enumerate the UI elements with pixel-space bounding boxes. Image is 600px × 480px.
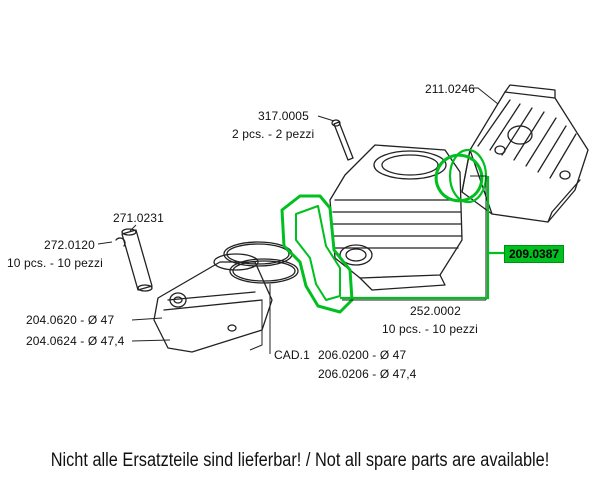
label-clip-part: 272.0120	[44, 238, 95, 252]
head-gasket-drawing	[434, 153, 484, 203]
cylinder-head-drawing	[461, 84, 589, 223]
piston-drawing	[153, 253, 273, 353]
label-bolt-part: 317.0005	[258, 109, 309, 123]
label-piston-b: 204.0624 - Ø 47,4	[26, 334, 125, 348]
cylinder-drawing	[329, 144, 463, 291]
circlip-drawing	[115, 237, 126, 247]
exploded-parts-diagram	[97, 84, 589, 354]
label-base-gasket-part: 252.0002	[410, 304, 461, 318]
gasket-kit-leader	[340, 176, 490, 300]
label-ring-cad: CAD.1	[274, 348, 310, 362]
label-piston-a: 204.0620 - Ø 47	[26, 313, 115, 327]
availability-notice: Nicht alle Ersatzteile sind lieferbar! /…	[50, 450, 550, 471]
label-ring-b: 206.0206 - Ø 47,4	[318, 367, 417, 381]
label-gasket-kit: 209.0387	[504, 245, 565, 263]
label-pin-part: 271.0231	[113, 211, 164, 225]
label-ring-a: 206.0200 - Ø 47	[318, 348, 407, 362]
label-bolt-qty: 2 pcs. - 2 pezzi	[232, 127, 315, 141]
base-gasket-inner	[295, 205, 341, 301]
bolt-drawing	[331, 119, 354, 161]
label-clip-qty: 10 pcs. - 10 pezzi	[7, 256, 103, 270]
label-base-gasket-qty: 10 pcs. - 10 pezzi	[382, 322, 478, 336]
label-head-part: 211.0246	[425, 82, 475, 96]
piston-rings-drawing	[223, 241, 299, 284]
piston-pin-drawing	[121, 228, 153, 292]
